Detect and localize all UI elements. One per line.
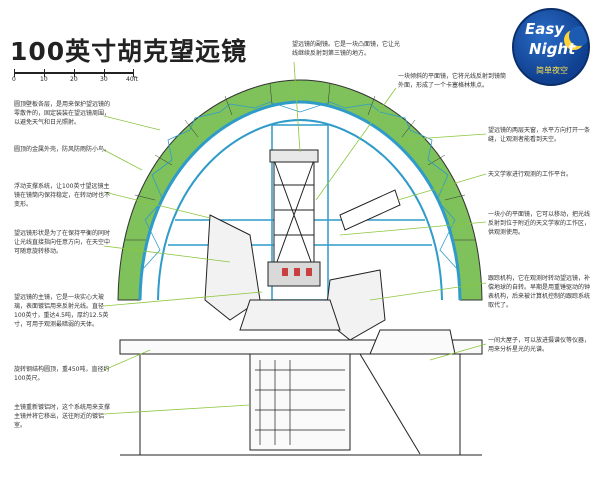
truss-webbing bbox=[141, 101, 459, 271]
logo-line2: Night bbox=[529, 40, 576, 58]
moon-shadow bbox=[569, 26, 588, 46]
annotation-tracking: 跟踪机构，它在观测时转动望远镜，补偿地球的自转。早期是用重锤驱动的钟表机构，后来… bbox=[488, 275, 591, 309]
annotation-platform: 天文学家进行观测的工作平台。 bbox=[488, 171, 573, 178]
dome-truss-outer bbox=[138, 100, 462, 301]
annotation-dome-panels: 圆顶壁板各层，是用来保护望远镜的零散件的，固定装装在望远镜周围，以避免天气和日光… bbox=[14, 101, 111, 126]
scale-label: 0 bbox=[12, 76, 16, 83]
scale-bar: 0 10 20 30 40ft bbox=[12, 68, 144, 83]
diagram-title: 100英寸胡克望远镜 bbox=[10, 37, 248, 66]
telescope-tube bbox=[267, 149, 321, 287]
scale-tick bbox=[104, 69, 105, 77]
scale-tick bbox=[74, 69, 75, 77]
dome-panel-lines bbox=[125, 83, 475, 241]
stairs bbox=[255, 360, 345, 445]
scale-label: 40ft bbox=[126, 76, 138, 83]
annotation-dome-shell: 圆顶的金属外壳，防风防雨防小鸟。 bbox=[14, 146, 111, 153]
annotation-realuminizing: 主镜重新镀铝时，这个系统用来支撑主镜并将它移出，送往附近的镀铝室。 bbox=[14, 404, 111, 429]
scale-label: 20 bbox=[70, 76, 78, 83]
scale-label: 10 bbox=[40, 76, 48, 83]
scale-tick bbox=[44, 69, 45, 77]
pier-building bbox=[119, 329, 483, 456]
annotation-primary-mirror: 望远镜的主镜，它是一块实心大玻璃，表面镀铝用来反射光线。直径100英寸，重达4.… bbox=[14, 294, 109, 328]
secondary-mirror-hatch bbox=[282, 268, 312, 276]
logo-line1: Easy bbox=[525, 20, 565, 38]
scale-tick bbox=[14, 69, 15, 77]
logo-subtitle: 简单夜空 bbox=[536, 66, 568, 75]
easy-night-logo: Easy Night 简单夜空 bbox=[512, 8, 590, 86]
annotation-shutters: 望远镜的两层天窗，水平方向打开一条缝，让观测者能看到天空。 bbox=[488, 127, 591, 143]
annotation-leaders bbox=[103, 61, 487, 415]
annotation-flat-mirror: 一块小的平面镜，它可以移动，把光线反射到位于附近的天文学家的工作区，供观测使用。 bbox=[488, 211, 591, 236]
dome-truss-inner bbox=[157, 118, 443, 301]
scale-label: 30 bbox=[100, 76, 108, 83]
annotation-steel-dome: 旋转钢结构圆顶，重450吨，直径约100英尺。 bbox=[14, 366, 110, 382]
scale-tick bbox=[133, 69, 134, 77]
annotation-floating-support: 浮动支撑系统，让100英寸望远镜主镜在镜筒内保持稳定，在转动时也不变形。 bbox=[14, 183, 111, 208]
annotation-cassegrain-mirror: 一块倾斜的平面镜，它将光线反射到镜筒外面，形成了一个卡塞格林焦点。 bbox=[398, 73, 507, 89]
annotation-telescope-shape: 望远镜形状是为了在保持平衡的同时让光线直接指向任意方向，在天空中可随意旋转移动。 bbox=[14, 230, 111, 255]
annotation-secondary-mirror: 望远镜的副镜。它是一块凸面镜，它让光线继续反射到第三镜的地方。 bbox=[292, 41, 401, 57]
annotation-spectrograph-room: 一间大屋子，可以放进摄谱仪等仪器，用来分析星光的光谱。 bbox=[488, 337, 591, 353]
observing-platform bbox=[339, 189, 401, 231]
